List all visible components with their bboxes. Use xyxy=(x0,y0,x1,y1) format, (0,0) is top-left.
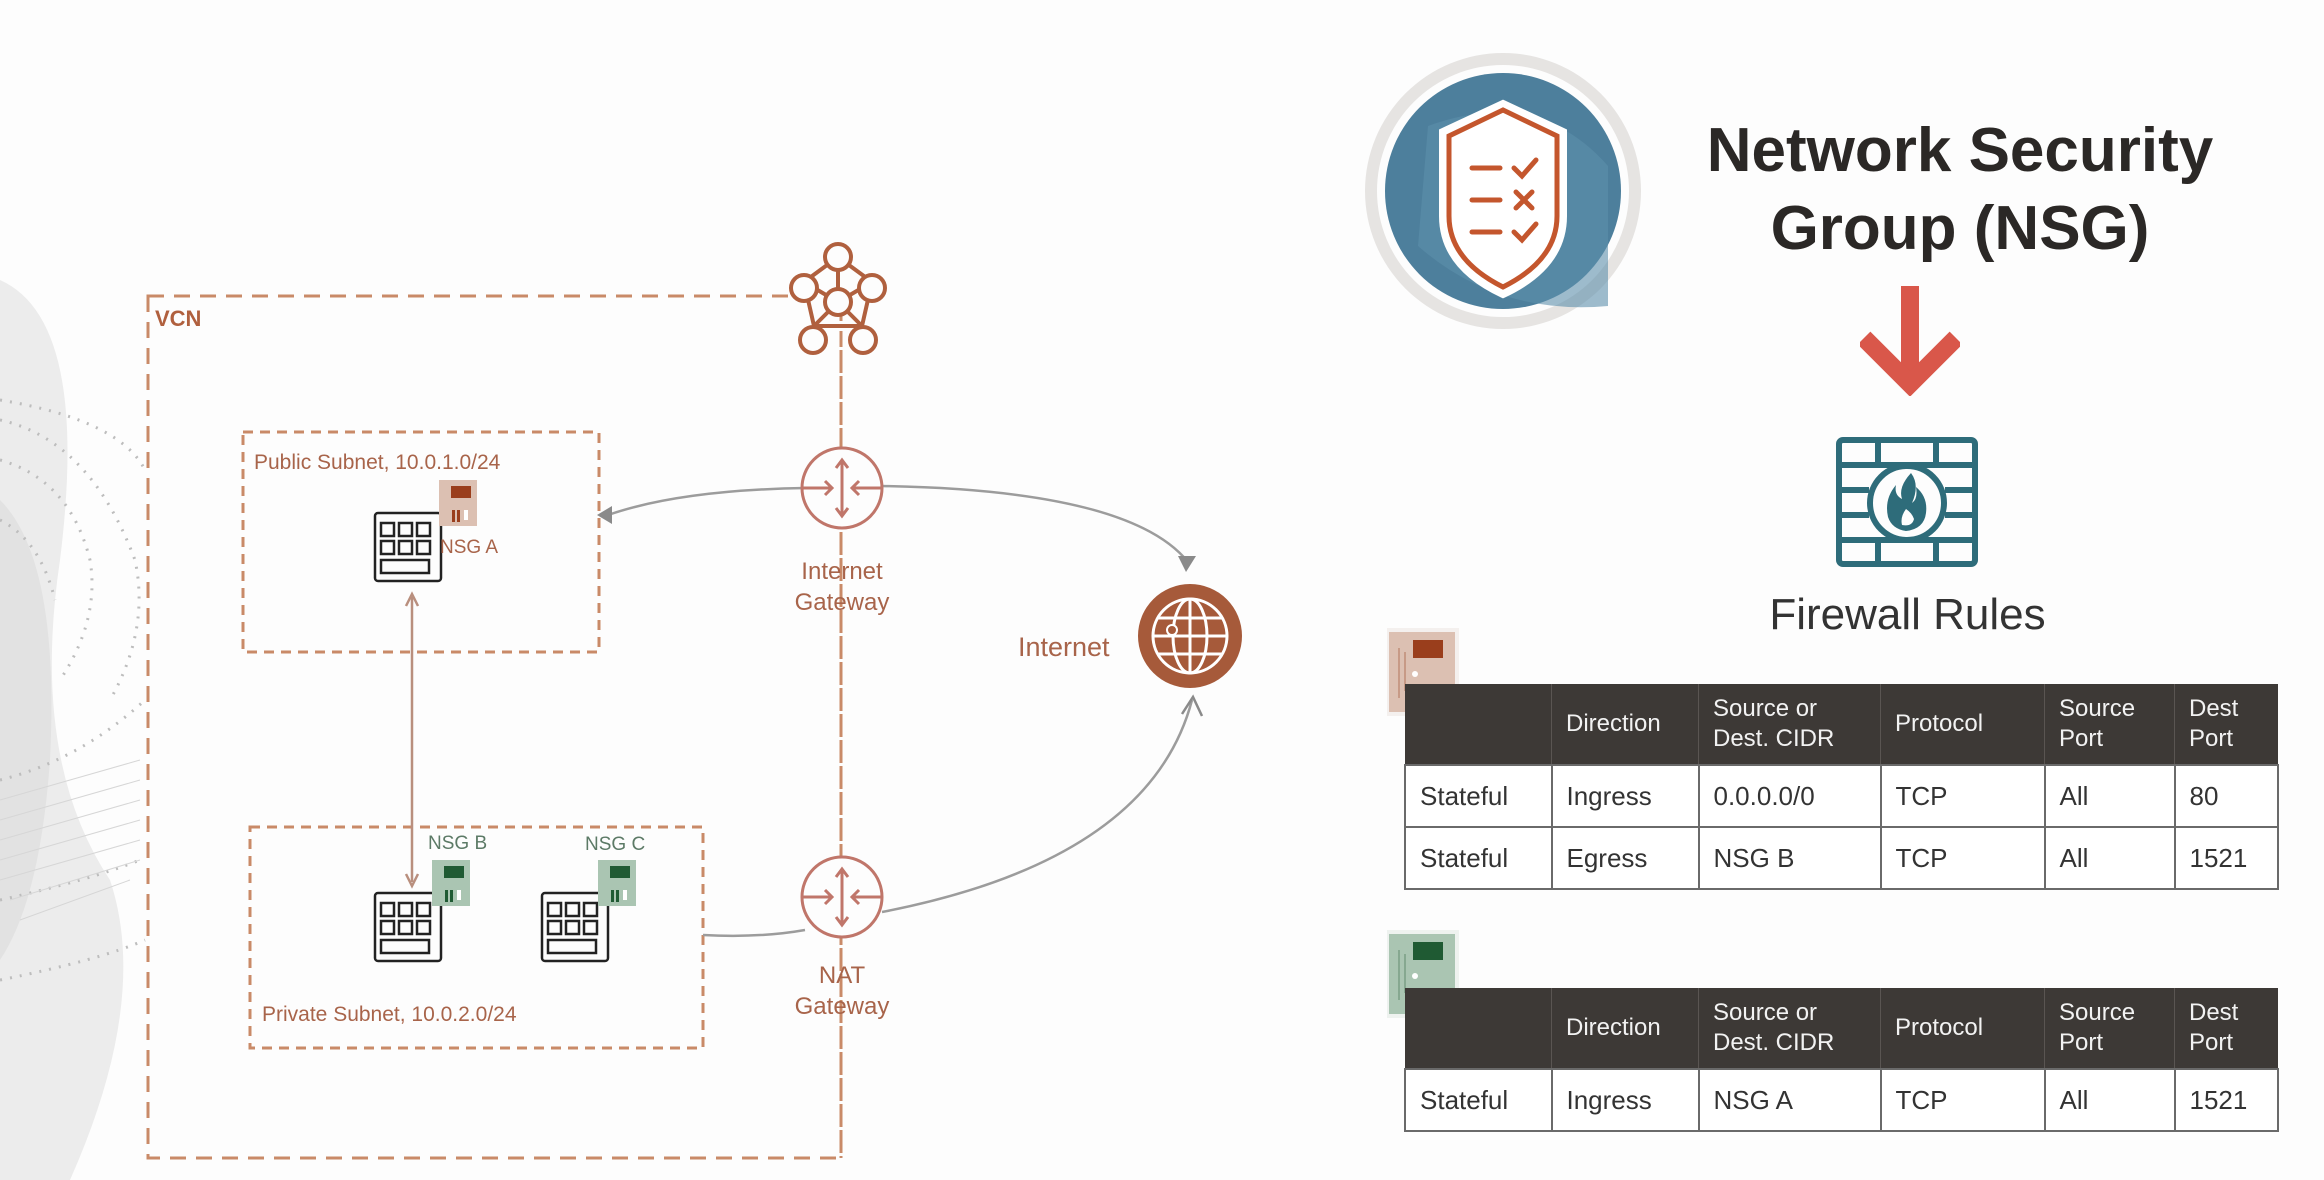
cell-direction: Egress xyxy=(1550,826,1700,890)
firewall-icon xyxy=(1836,437,1978,567)
background-decoration xyxy=(0,280,147,1180)
cell-type: Stateful xyxy=(1404,764,1553,828)
private-subnet-label: Private Subnet, 10.0.2.0/24 xyxy=(262,1003,517,1026)
compute-instance-icon xyxy=(373,891,443,963)
cell-dest-port: 1521 xyxy=(2173,1068,2279,1132)
igw-to-public-line xyxy=(607,486,806,517)
header-cell-protocol: Protocol xyxy=(1880,988,2045,1069)
router-icon xyxy=(800,446,884,530)
internet-label: Internet xyxy=(1018,632,1110,662)
nsg-c-badge-icon xyxy=(598,860,636,906)
cell-protocol: TCP xyxy=(1879,1068,2046,1132)
header-cell-protocol: Protocol xyxy=(1880,684,2045,765)
private-subnet-boundary xyxy=(248,825,705,1050)
public-subnet-label: Public Subnet, 10.0.1.0/24 xyxy=(254,451,501,474)
globe-icon xyxy=(1138,584,1242,688)
igw-to-internet-line xyxy=(881,484,1189,563)
nat-gateway-label: NAT Gateway xyxy=(772,960,912,1022)
table-row: Stateful Egress NSG B TCP All 1521 xyxy=(1404,826,2279,890)
arrowhead-to-public xyxy=(597,506,612,524)
arrowhead-to-internet-bottom xyxy=(1180,694,1204,717)
arrowhead-down xyxy=(404,873,420,889)
router-icon xyxy=(800,855,884,939)
firewall-rules-label: Firewall Rules xyxy=(1769,590,2046,639)
arrowhead-to-internet-top xyxy=(1178,556,1196,572)
internet-gateway-label-line1: Internet xyxy=(801,558,883,585)
vcn-boundary xyxy=(146,294,843,1160)
table-row: Stateful Ingress NSG A TCP All 1521 xyxy=(1404,1068,2279,1132)
nsg-a-badge-icon xyxy=(439,480,477,526)
nat-gateway-label-line1: NAT xyxy=(818,962,866,989)
nsg-b-label: NSG B xyxy=(428,833,488,854)
title-line1: Network Security xyxy=(1706,116,2214,185)
arrow-down-icon xyxy=(1860,286,1960,396)
table-row: Stateful Ingress 0.0.0.0/0 TCP All 80 xyxy=(1404,764,2279,828)
cell-source-port: All xyxy=(2043,764,2176,828)
internet-gateway-label-line2: Gateway xyxy=(794,589,890,616)
nsg-b-badge-icon xyxy=(432,860,470,906)
cell-direction: Ingress xyxy=(1550,764,1700,828)
internet-gateway-label: Internet Gateway xyxy=(772,556,912,618)
cell-cidr: NSG A xyxy=(1697,1068,1882,1132)
title-line2: Group (NSG) xyxy=(1770,194,2150,263)
cell-source-port: All xyxy=(2043,1068,2176,1132)
header-cell-type xyxy=(1405,988,1552,1069)
cell-dest-port: 80 xyxy=(2173,764,2279,828)
cell-direction: Ingress xyxy=(1550,1068,1700,1132)
vcn-label: VCN xyxy=(155,306,202,331)
nat-gateway-label-line2: Gateway xyxy=(794,993,890,1020)
page-title: Network Security Group (NSG) xyxy=(1640,112,2280,268)
cell-type: Stateful xyxy=(1404,826,1553,890)
network-diagram xyxy=(146,242,1242,1160)
header-cell-direction: Direction xyxy=(1551,988,1699,1069)
cell-cidr: NSG B xyxy=(1697,826,1882,890)
arrowhead-up xyxy=(404,591,420,607)
compute-instance-icon xyxy=(540,891,610,963)
cell-protocol: TCP xyxy=(1879,826,2046,890)
nsg-a-label: NSG A xyxy=(440,537,499,558)
public-subnet-boundary xyxy=(241,430,601,654)
cell-cidr: 0.0.0.0/0 xyxy=(1697,764,1882,828)
header-cell-direction: Direction xyxy=(1551,684,1699,765)
private-to-nat-line xyxy=(702,928,806,938)
compute-instance-icon xyxy=(373,511,443,583)
cell-protocol: TCP xyxy=(1879,764,2046,828)
nsg-c-label: NSG C xyxy=(585,834,646,855)
header-cell-type xyxy=(1405,684,1552,765)
nat-to-internet-line xyxy=(881,699,1194,914)
shield-checklist-icon xyxy=(1365,53,1641,329)
cell-type: Stateful xyxy=(1404,1068,1553,1132)
cell-dest-port: 1521 xyxy=(2173,826,2279,890)
network-topology-icon xyxy=(789,242,887,355)
cell-source-port: All xyxy=(2043,826,2176,890)
